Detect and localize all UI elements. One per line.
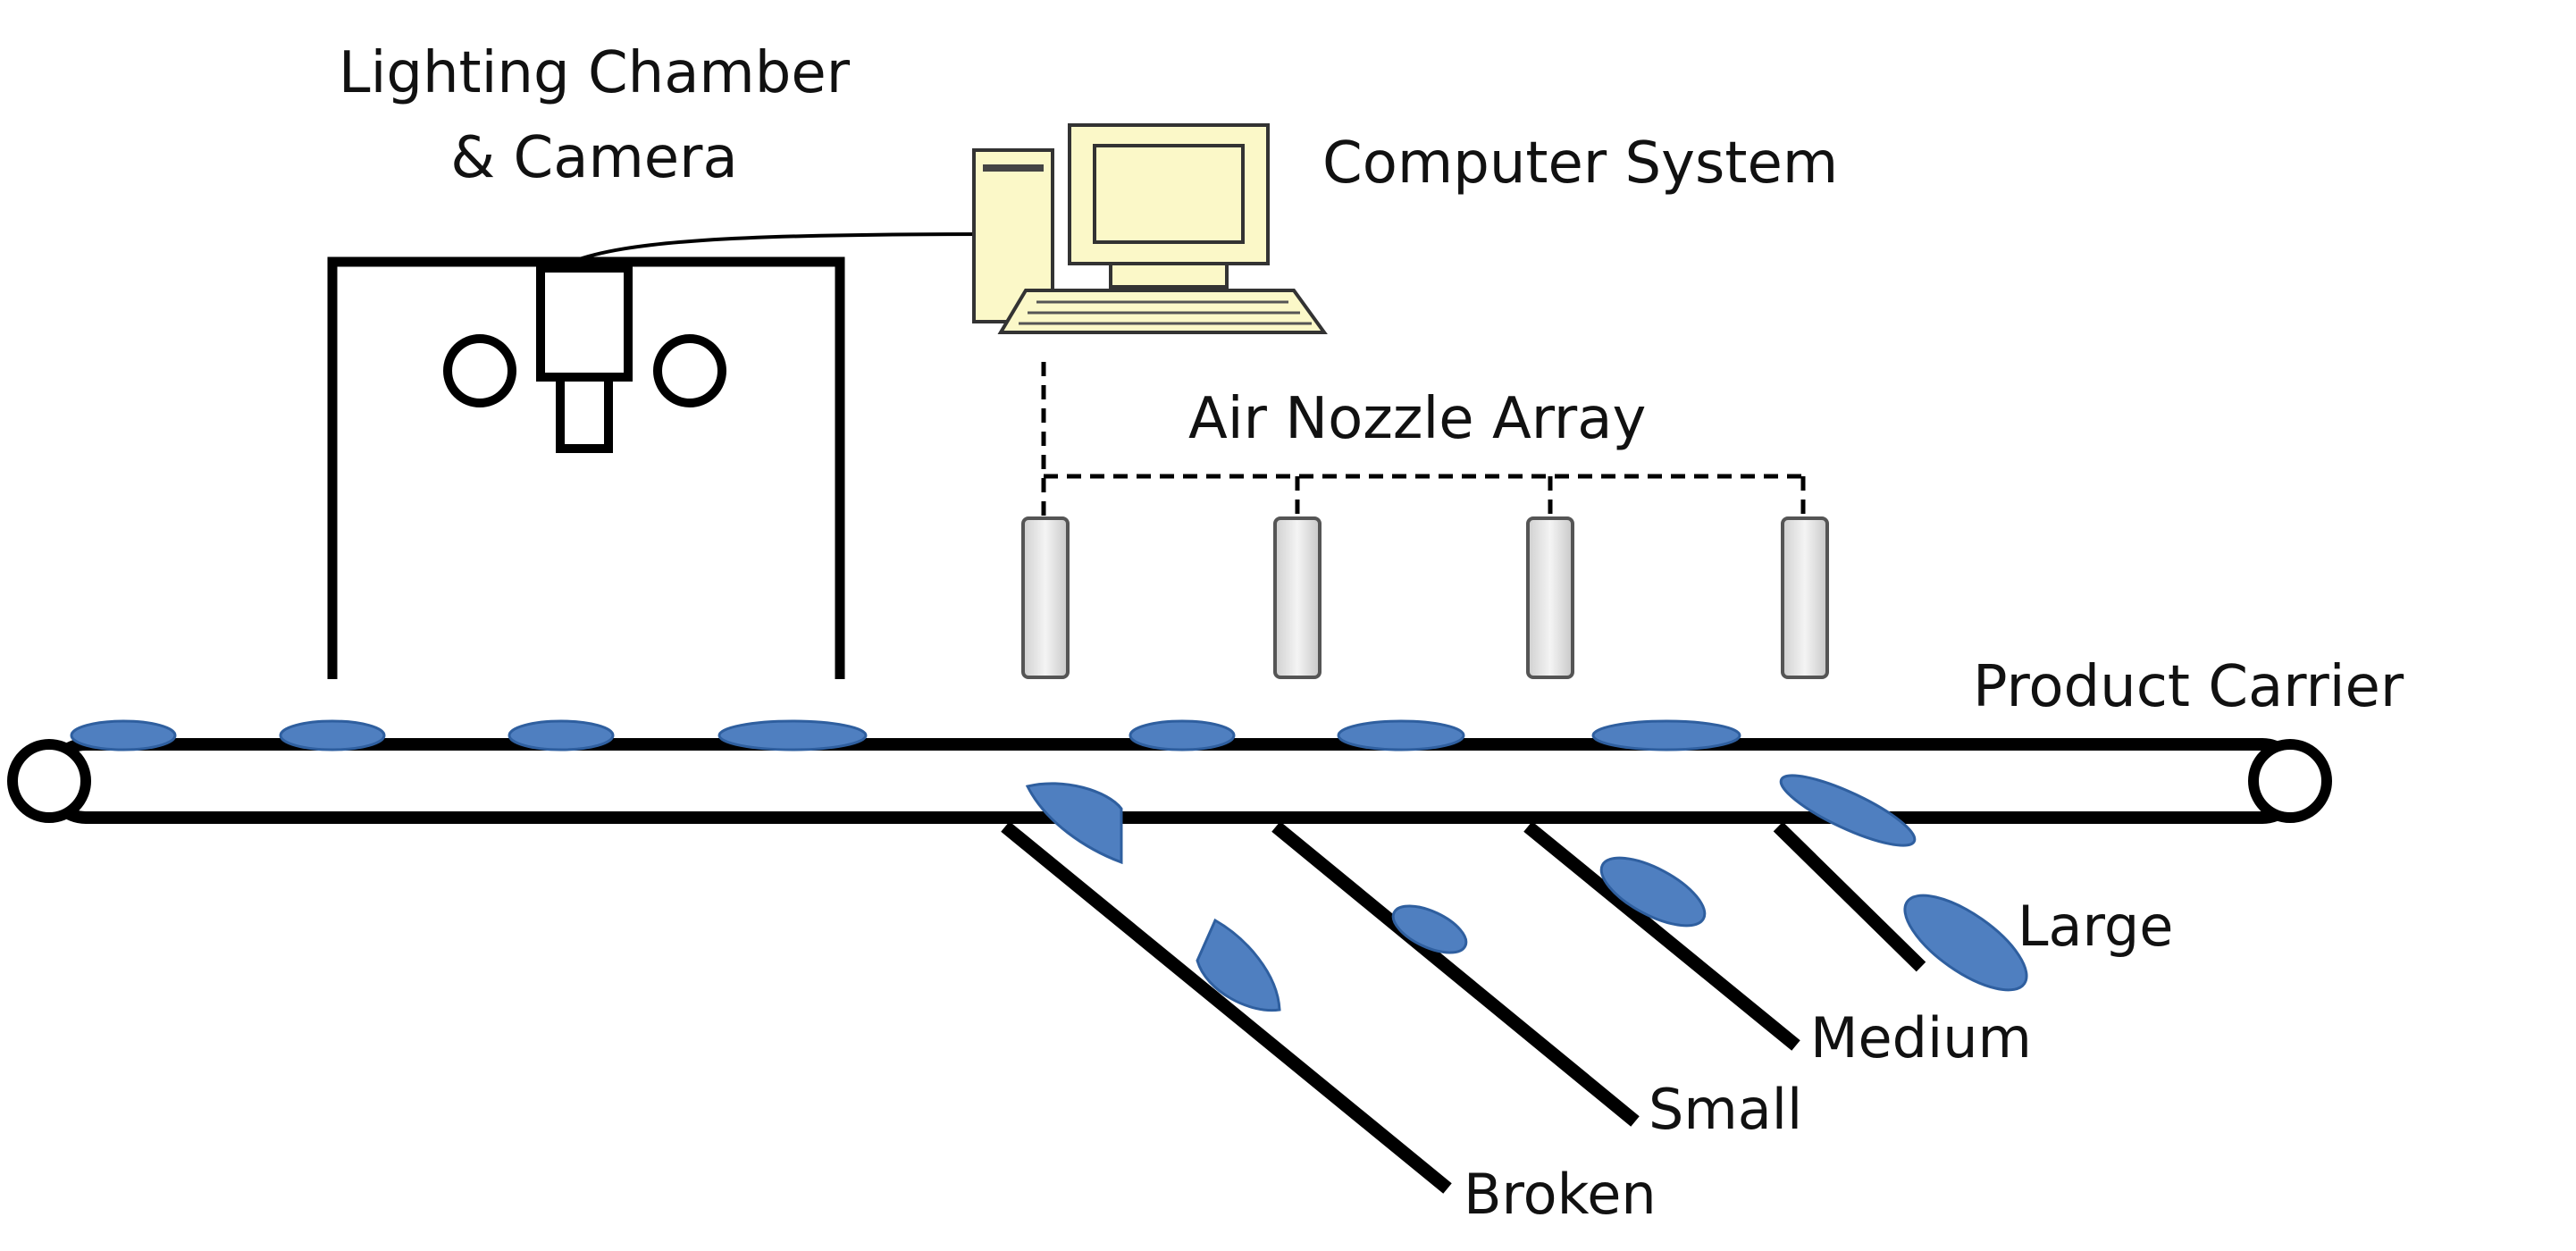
products-being-sorted bbox=[1025, 774, 2028, 1012]
broken-product bbox=[1025, 782, 1123, 865]
label-lighting-chamber-line1: Lighting Chamber bbox=[339, 40, 851, 106]
lighting-chamber bbox=[327, 256, 845, 679]
broken-product bbox=[1196, 918, 1281, 1012]
camera-lens bbox=[556, 373, 613, 453]
belt-roller-left bbox=[7, 739, 91, 823]
air-nozzle bbox=[1781, 516, 1829, 679]
product-item bbox=[1129, 719, 1236, 751]
small-product bbox=[1391, 904, 1468, 954]
product-item bbox=[70, 719, 177, 751]
label-broken: Broken bbox=[1464, 1162, 1657, 1227]
product-item bbox=[508, 719, 615, 751]
camera-cable bbox=[571, 232, 988, 264]
light-left bbox=[443, 334, 516, 407]
air-nozzle bbox=[1273, 516, 1322, 679]
label-air-nozzle-array: Air Nozzle Array bbox=[1188, 386, 1646, 452]
product-item bbox=[717, 719, 868, 751]
camera-body bbox=[536, 264, 633, 382]
computer-system bbox=[972, 123, 1328, 334]
air-nozzle-array bbox=[1021, 516, 1829, 679]
product-item bbox=[1591, 719, 1741, 751]
nozzle-control-lines bbox=[1041, 362, 1806, 516]
label-small: Small bbox=[1649, 1077, 1802, 1142]
air-nozzle bbox=[1021, 516, 1070, 679]
products-on-belt bbox=[70, 719, 1741, 751]
chute-medium bbox=[1523, 821, 1800, 1051]
light-right bbox=[653, 334, 726, 407]
air-nozzle bbox=[1526, 516, 1574, 679]
medium-product bbox=[1599, 856, 1707, 928]
chute-large bbox=[1773, 821, 1926, 972]
label-product-carrier: Product Carrier bbox=[1973, 654, 2404, 720]
product-carrier-belt bbox=[7, 738, 2332, 824]
product-item bbox=[279, 719, 386, 751]
label-large: Large bbox=[2018, 894, 2173, 959]
label-lighting-chamber-line2: & Camera bbox=[450, 125, 737, 191]
chute-small bbox=[1271, 821, 1640, 1127]
label-medium: Medium bbox=[1810, 1005, 2032, 1070]
sorting-chutes bbox=[1001, 821, 1926, 1194]
belt-roller-right bbox=[2248, 739, 2332, 823]
chute-broken bbox=[1001, 821, 1452, 1194]
product-item bbox=[1337, 719, 1465, 751]
large-product bbox=[1779, 774, 1917, 847]
large-product bbox=[1903, 894, 2028, 992]
label-computer-system: Computer System bbox=[1322, 130, 1838, 197]
